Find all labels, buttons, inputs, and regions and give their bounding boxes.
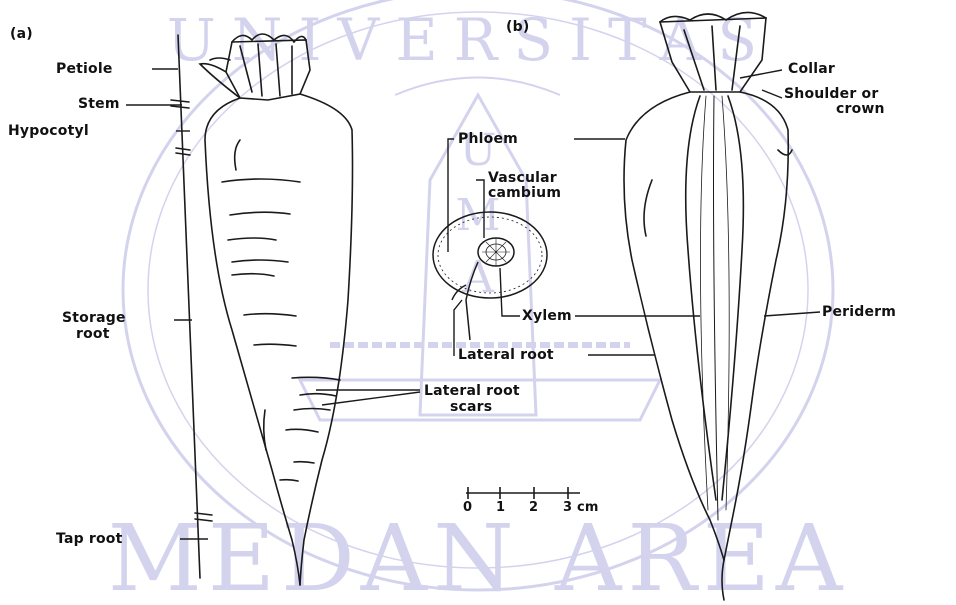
watermark-seal: U M A MEDAN AREA UNIVERSITAS: [108, 0, 849, 605]
svg-text:A: A: [461, 252, 495, 303]
label-collar: Collar: [788, 62, 835, 77]
whole-carrot-drawing: [171, 34, 353, 585]
label-tap-root: Tap root: [56, 532, 123, 547]
label-lateral-root-scars-1: Lateral root: [424, 384, 520, 399]
label-shoulder-2: crown: [836, 102, 885, 117]
label-lateral-root-scars-2: scars: [450, 400, 492, 415]
label-storage-root-2: root: [76, 327, 110, 342]
label-storage-root-1: Storage: [62, 311, 126, 326]
label-hypocotyl: Hypocotyl: [8, 124, 89, 139]
label-stem: Stem: [78, 97, 120, 112]
svg-text:UNIVERSITAS: UNIVERSITAS: [167, 6, 773, 74]
label-vascular-cambium-1: Vascular: [488, 171, 557, 186]
scale-tick-0: 0: [463, 500, 472, 515]
scale-tick-1: 1: [496, 500, 505, 515]
scale-tick-2: 2: [529, 500, 538, 515]
scale-tick-3: 3 cm: [563, 500, 599, 515]
label-petiole: Petiole: [56, 62, 113, 77]
label-xylem: Xylem: [522, 309, 572, 324]
scale-bar: [466, 487, 580, 499]
panel-a-label: (a): [10, 27, 33, 42]
label-vascular-cambium-2: cambium: [488, 186, 561, 201]
label-lateral-root: Lateral root: [458, 348, 554, 363]
panel-b-label: (b): [506, 20, 529, 35]
svg-text:MEDAN AREA: MEDAN AREA: [108, 505, 849, 605]
label-periderm: Periderm: [822, 305, 896, 320]
label-shoulder-1: Shoulder or: [784, 87, 878, 102]
label-phloem: Phloem: [458, 132, 518, 147]
